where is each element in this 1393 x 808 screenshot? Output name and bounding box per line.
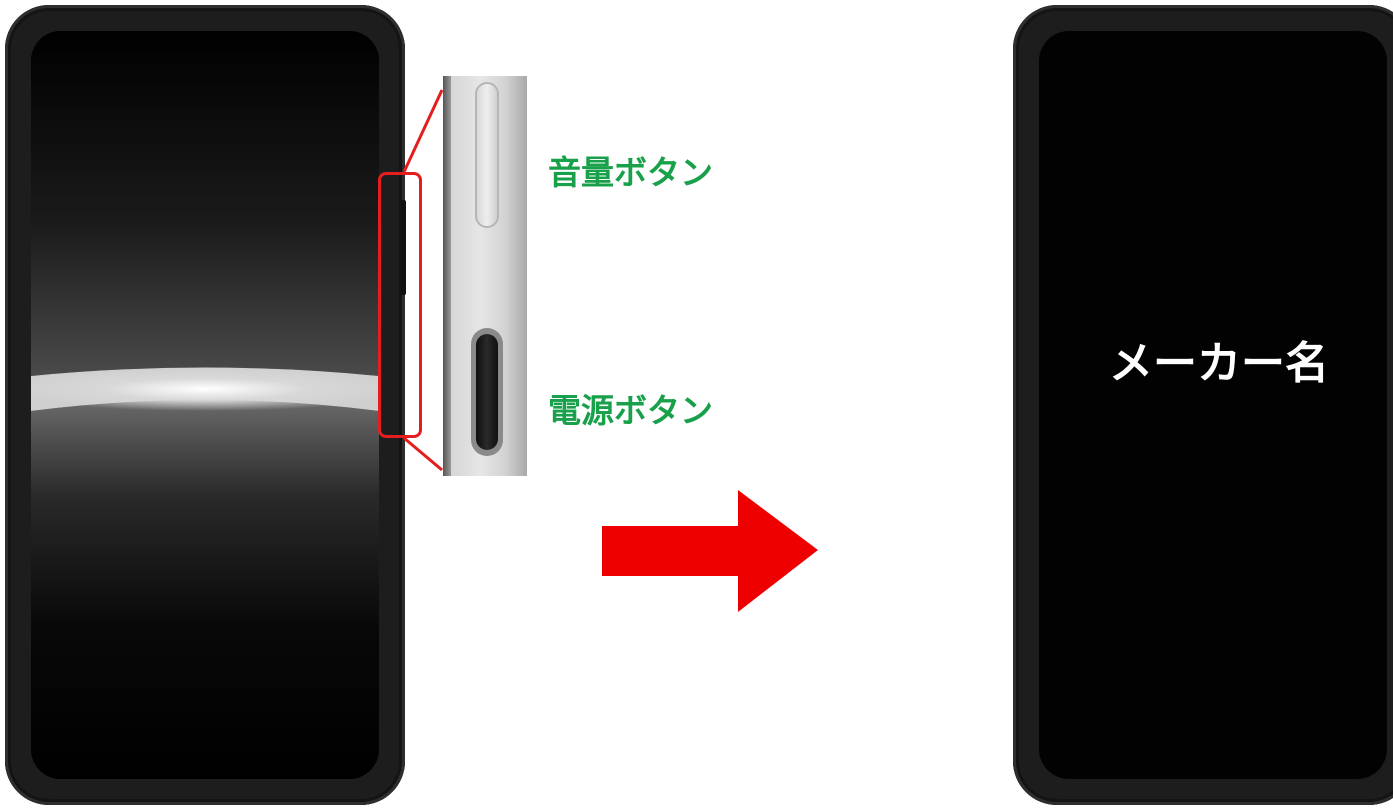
left-phone-screen xyxy=(31,31,379,779)
wallpaper-image xyxy=(31,31,379,779)
maker-name-label: メーカー名 xyxy=(1109,338,1329,389)
arrow-right-icon xyxy=(602,490,818,612)
button-highlight-box xyxy=(378,172,422,438)
side-buttons-closeup xyxy=(443,76,527,476)
volume-button-closeup xyxy=(475,82,499,228)
power-button-label: 電源ボタン xyxy=(548,391,713,430)
power-button-closeup xyxy=(471,328,503,456)
right-phone: メーカー名 xyxy=(1013,5,1393,805)
volume-button-label: 音量ボタン xyxy=(548,153,713,192)
right-phone-screen: メーカー名 xyxy=(1039,31,1387,779)
side-volume-key xyxy=(401,200,406,295)
left-phone xyxy=(5,5,406,805)
